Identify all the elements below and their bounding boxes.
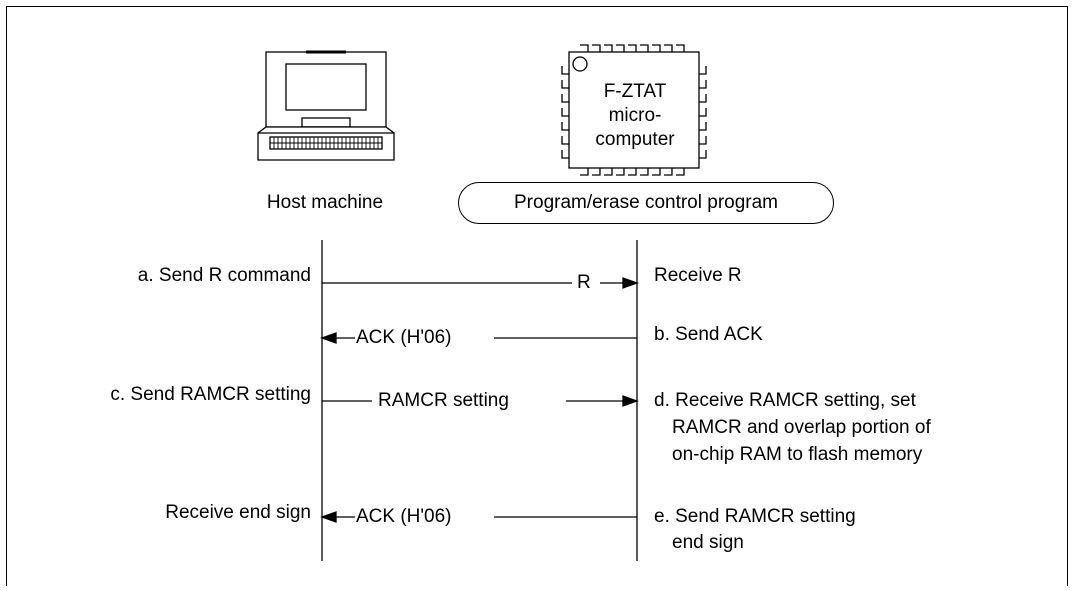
chip-label-line1: F-ZTAT <box>603 81 667 102</box>
step-e-line2: end sign <box>672 532 744 553</box>
ack-message-2: ACK (H'06) <box>356 506 452 527</box>
program-label: Program/erase control program <box>514 192 778 213</box>
diagram-frame <box>6 6 1068 586</box>
ack-message-1: ACK (H'06) <box>356 327 452 348</box>
r-message-label: R <box>577 272 591 293</box>
chip-label-line2: micro- <box>608 105 662 126</box>
receive-r-label: Receive R <box>654 265 742 286</box>
step-d-line3: on-chip RAM to flash memory <box>672 444 923 465</box>
step-b-label: b. Send ACK <box>654 324 763 345</box>
step-d-line2: RAMCR and overlap portion of <box>672 417 931 438</box>
arrow-r <box>322 277 639 289</box>
chip-label-line3: computer <box>595 129 675 150</box>
receive-end-sign-label: Receive end sign <box>165 502 311 523</box>
host-machine-label: Host machine <box>266 192 384 213</box>
step-c-label: c. Send RAMCR setting <box>110 384 311 405</box>
arrow-ramcr <box>322 395 639 407</box>
step-d-line1: d. Receive RAMCR setting, set <box>654 390 916 411</box>
step-e-line1: e. Send RAMCR setting <box>654 506 856 527</box>
chip-icon <box>561 44 707 176</box>
program-label-box: Program/erase control program <box>458 182 834 224</box>
step-a-label: a. Send R command <box>137 265 311 286</box>
arrow-ack-2 <box>320 511 637 523</box>
arrow-ack-1 <box>320 332 637 344</box>
ramcr-message-label: RAMCR setting <box>378 390 509 411</box>
laptop-icon <box>257 50 395 161</box>
